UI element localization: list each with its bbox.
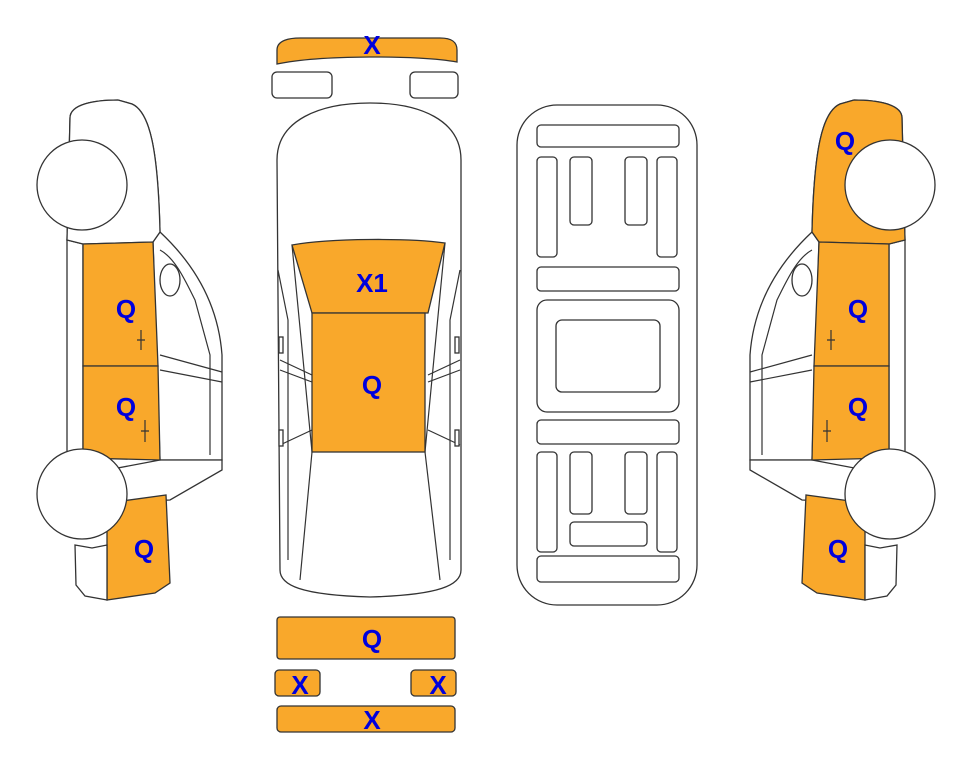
left-tail-light-label: X — [291, 670, 309, 700]
rear-bumper-label: Q — [362, 624, 382, 654]
left-front-door-label: Q — [116, 294, 136, 324]
front-bumper[interactable] — [276, 37, 458, 65]
windshield[interactable] — [291, 238, 446, 314]
roof-label: Q — [362, 370, 382, 400]
left-rear-door-label: Q — [116, 392, 136, 422]
right-side-view: Q Q Q Q — [749, 99, 936, 601]
rear-valance-label: X — [363, 705, 381, 735]
left-side-view: Q Q Q — [36, 99, 223, 601]
left-rear-quarter-label: Q — [134, 534, 154, 564]
top-view: X X1 Q Q X X X — [271, 30, 462, 735]
right-tail-light-label: X — [429, 670, 447, 700]
front-bumper-label: X — [363, 30, 381, 60]
right-front-door-label: Q — [848, 294, 868, 324]
right-rear-door-label: Q — [848, 392, 868, 422]
rear-valance[interactable] — [276, 705, 456, 733]
right-rear-quarter-label: Q — [828, 534, 848, 564]
left-headlight — [271, 71, 333, 99]
right-front-fender-label: Q — [835, 126, 855, 156]
rear-bumper[interactable] — [276, 616, 456, 660]
roof[interactable] — [311, 312, 426, 453]
underside-view — [516, 104, 698, 606]
left-rear-door[interactable] — [82, 365, 161, 461]
right-rear-door[interactable] — [811, 365, 890, 461]
right-tail-light[interactable] — [410, 669, 457, 697]
windshield-label: X1 — [356, 268, 388, 298]
right-headlight — [409, 71, 459, 99]
rear-wheel — [36, 448, 128, 540]
front-wheel — [36, 139, 128, 231]
left-tail-light[interactable] — [274, 669, 321, 697]
